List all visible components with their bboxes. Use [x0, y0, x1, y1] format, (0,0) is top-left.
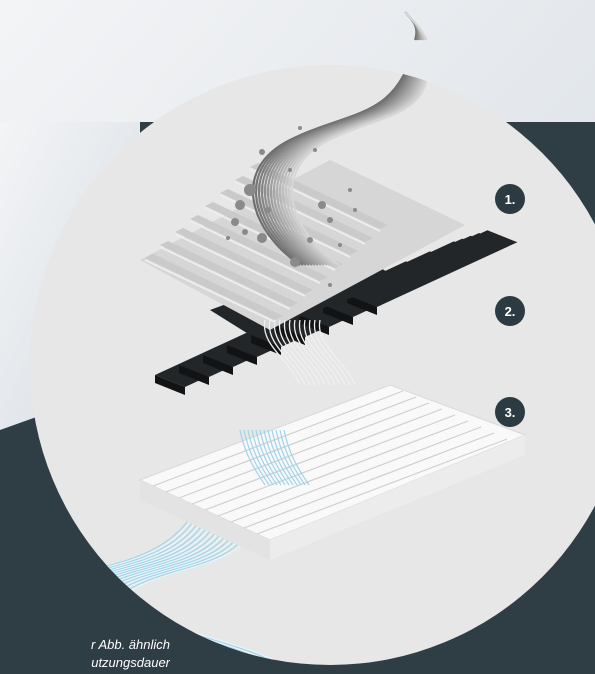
dust-particle — [235, 200, 245, 210]
dust-particle — [226, 236, 230, 240]
dust-particle — [318, 201, 326, 209]
dust-particle — [353, 208, 357, 212]
dust-particle — [244, 184, 256, 196]
layer-badge-2-label: 2. — [505, 304, 516, 319]
dust-particle — [290, 257, 300, 267]
dust-particle — [307, 237, 313, 243]
dust-particle — [298, 126, 302, 130]
layer-badge-3: 3. — [495, 397, 525, 427]
layer-badge-1: 1. — [495, 184, 525, 214]
layer-badge-2: 2. — [495, 296, 525, 326]
caption-line-1: r Abb. ähnlich — [0, 636, 170, 654]
dust-particle — [265, 207, 271, 213]
dust-particle — [348, 188, 352, 192]
dust-particle — [328, 283, 332, 287]
dust-particle — [313, 148, 317, 152]
dust-particle — [288, 168, 292, 172]
dust-particle — [257, 233, 267, 243]
dust-particle — [259, 149, 265, 155]
dust-particle — [327, 217, 333, 223]
layer-badge-3-label: 3. — [505, 405, 516, 420]
dust-particle — [242, 229, 248, 235]
caption-line-2: utzungsdauer — [0, 654, 170, 670]
layer-badge-1-label: 1. — [505, 192, 516, 207]
dust-particle — [231, 218, 239, 226]
dust-particle — [338, 243, 342, 247]
